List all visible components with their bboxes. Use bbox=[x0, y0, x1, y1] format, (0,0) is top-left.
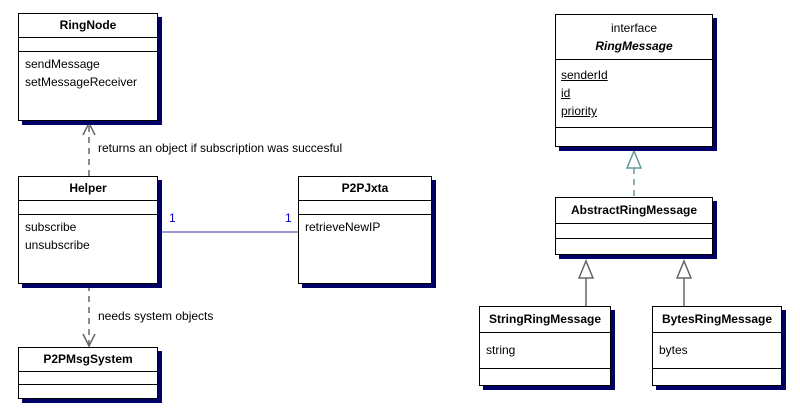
attributes-compartment bbox=[19, 372, 157, 385]
class-helper[interactable]: Helper subscribe unsubscribe bbox=[18, 176, 158, 284]
class-p2pjxta[interactable]: P2PJxta retrieveNewIP bbox=[298, 176, 432, 284]
class-name: RingMessage bbox=[595, 39, 673, 53]
class-stringringmessage[interactable]: StringRingMessage string bbox=[479, 306, 611, 386]
operation: retrieveNewIP bbox=[305, 220, 381, 234]
attributes-compartment bbox=[19, 201, 157, 215]
attribute: string bbox=[486, 343, 516, 357]
operations-compartment: subscribe unsubscribe bbox=[19, 215, 157, 257]
open-arrowhead-ringnode bbox=[82, 121, 96, 136]
hollow-triangle-bytes bbox=[675, 259, 693, 279]
open-arrowhead-p2pmsgsystem bbox=[82, 333, 96, 348]
class-header: interface RingMessage bbox=[556, 15, 712, 60]
class-ringnode[interactable]: RingNode sendMessage setMessageReceiver bbox=[18, 13, 158, 121]
class-p2pmsgsystem[interactable]: P2PMsgSystem bbox=[18, 347, 158, 399]
attribute: bytes bbox=[659, 343, 688, 357]
attribute: priority bbox=[561, 104, 598, 118]
class-name: P2PJxta bbox=[299, 177, 431, 201]
operations-compartment: sendMessage setMessageReceiver bbox=[19, 52, 157, 94]
attributes-compartment: senderId id priority bbox=[556, 60, 712, 128]
operation: unsubscribe bbox=[25, 238, 90, 252]
class-bytesringmessage[interactable]: BytesRingMessage bytes bbox=[652, 306, 782, 386]
attributes-compartment bbox=[299, 201, 431, 215]
multiplicity-helper: 1 bbox=[169, 211, 176, 225]
attributes-compartment bbox=[19, 38, 157, 52]
class-abstractringmessage[interactable]: AbstractRingMessage bbox=[555, 197, 713, 255]
hollow-triangle-realization bbox=[625, 149, 643, 169]
class-name: AbstractRingMessage bbox=[556, 198, 712, 224]
attributes-compartment: string bbox=[480, 333, 610, 369]
operation: setMessageReceiver bbox=[25, 75, 138, 89]
attribute: senderId bbox=[561, 68, 608, 82]
operations-compartment: retrieveNewIP bbox=[299, 215, 431, 239]
operation: sendMessage bbox=[25, 57, 100, 71]
attributes-compartment bbox=[556, 224, 712, 239]
dependency-label-ringnode: returns an object if subscription was su… bbox=[98, 141, 343, 155]
class-name: P2PMsgSystem bbox=[19, 348, 157, 372]
multiplicity-p2pjxta: 1 bbox=[285, 211, 292, 225]
class-name: RingNode bbox=[19, 14, 157, 38]
attribute: id bbox=[561, 86, 571, 100]
interface-ringmessage[interactable]: interface RingMessage senderId id priori… bbox=[555, 14, 713, 147]
operation: subscribe bbox=[25, 220, 77, 234]
class-name: BytesRingMessage bbox=[653, 307, 781, 333]
class-name: StringRingMessage bbox=[480, 307, 610, 333]
attributes-compartment: bytes bbox=[653, 333, 781, 369]
class-name: Helper bbox=[19, 177, 157, 201]
stereotype: interface bbox=[610, 21, 658, 35]
dependency-label-p2pmsgsystem: needs system objects bbox=[98, 309, 214, 323]
hollow-triangle-string bbox=[577, 259, 595, 279]
